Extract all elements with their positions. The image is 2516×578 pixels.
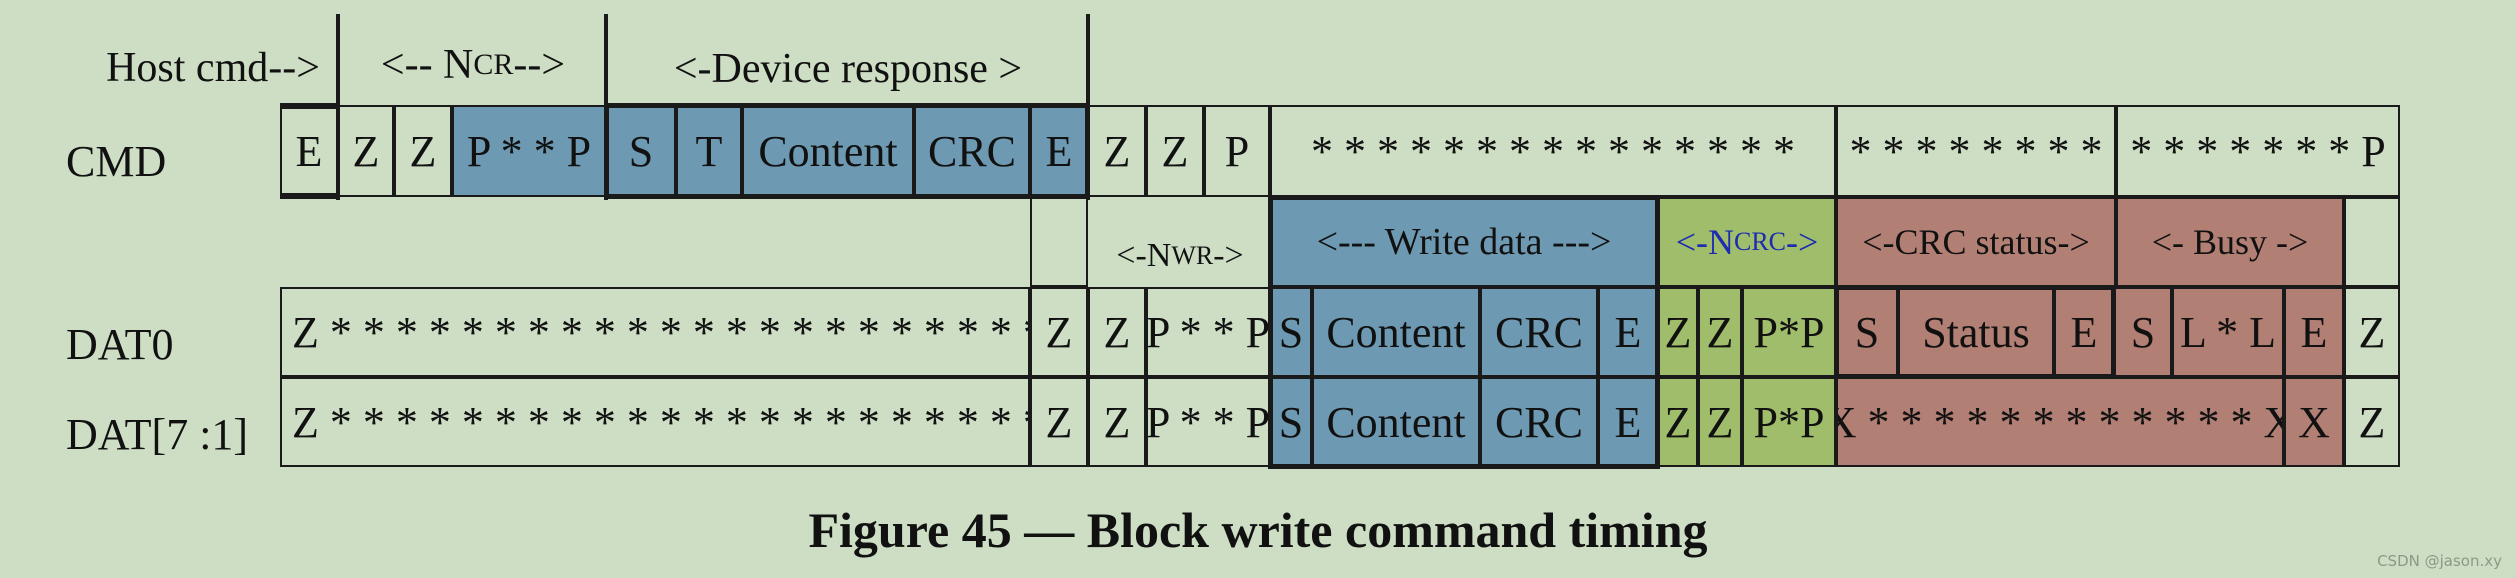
crc-status-header: <-CRC status->: [1836, 197, 2116, 287]
ncrc-header-tail: ->: [1786, 222, 1819, 262]
dat71-cell: Z: [1658, 377, 1698, 467]
cmd-cell: * * * * * * * P: [2116, 105, 2400, 197]
watermark: CSDN @jason.xy: [2377, 552, 2502, 570]
figure-caption: Figure 45 — Block write command timing: [808, 502, 1708, 558]
dat0-cell: Z: [1030, 287, 1088, 377]
cmd-cell: T: [676, 105, 742, 197]
ncr-label-sub: CR: [473, 48, 514, 81]
dat71-cell: E: [1598, 377, 1658, 467]
dat0-cell: CRC: [1480, 287, 1598, 377]
row-label-cmd: CMD: [66, 136, 167, 186]
dat0-cell: P * * P: [1146, 287, 1270, 377]
cmd-cell: E: [1030, 105, 1088, 197]
cmd-cell: P * * P: [452, 105, 606, 197]
dat0-cell: E: [2054, 287, 2114, 377]
dat0-cell: Z: [2344, 287, 2400, 377]
cmd-cell: Content: [742, 105, 914, 197]
dat0-cell: Status: [1898, 287, 2054, 377]
dat0-cell: L * L: [2172, 287, 2284, 377]
dat0-cell: P*P: [1742, 287, 1836, 377]
host-cmd-label: Host cmd-->: [106, 45, 320, 91]
dat0-cell: Z: [1658, 287, 1698, 377]
header-cell: [1030, 197, 1088, 287]
nwr-label-sub: WR: [1171, 241, 1214, 270]
dat71-cell: S: [1270, 377, 1312, 467]
cmd-cell: CRC: [914, 105, 1030, 197]
dat0-cell: E: [1598, 287, 1658, 377]
cmd-cell: Z: [1146, 105, 1204, 197]
dat71-cell: Z: [1030, 377, 1088, 467]
device-response-label: <-Device response >: [673, 46, 1023, 92]
cmd-cell: * * * * * * * * * * * * * * *: [1270, 105, 1836, 197]
dat0-cell: Z: [1088, 287, 1146, 377]
dat71-cell: Z: [1088, 377, 1146, 467]
dat0-cell: Z * * * * * * * * * * * * * * * * * * * …: [280, 287, 1030, 377]
ncrc-header-sub: CRC: [1733, 227, 1787, 256]
ncr-label-text: <-- N: [380, 42, 474, 88]
dat71-cell: CRC: [1480, 377, 1598, 467]
cmd-cell: P: [1204, 105, 1270, 197]
cmd-cell: Z: [394, 105, 452, 197]
dat0-cell: S: [2114, 287, 2172, 377]
dat71-cell: P * * P: [1146, 377, 1270, 467]
cmd-cell: * * * * * * * *: [1836, 105, 2116, 197]
row-label-dat0: DAT0: [66, 319, 174, 369]
busy-header: <- Busy ->: [2116, 197, 2344, 287]
dat0-cell: Z: [1698, 287, 1742, 377]
header-cell: [2344, 197, 2400, 287]
cmd-cell: S: [606, 105, 676, 197]
cmd-start-bar: [280, 103, 336, 109]
dat0-cell: Content: [1312, 287, 1480, 377]
cmd-start-bar: [280, 193, 336, 199]
write-data-header: <--- Write data --->: [1270, 197, 1658, 287]
nwr-label-text: <-N: [1116, 237, 1172, 274]
cmd-cell: Z: [1088, 105, 1146, 197]
dat71-cell: X: [2284, 377, 2344, 467]
dat71-cell: Z: [2344, 377, 2400, 467]
dat71-cell: X * * * * * * * * * * * * X: [1836, 377, 2284, 467]
ncr-label-tail: -->: [513, 42, 566, 88]
nwr-label-tail: ->: [1213, 237, 1244, 274]
ncrc-header-text: <-N: [1675, 222, 1734, 262]
dat71-cell: Z: [1698, 377, 1742, 467]
dat0-cell: S: [1270, 287, 1312, 377]
dat0-cell: S: [1836, 287, 1898, 377]
row-label-dat71: DAT[7 :1]: [66, 409, 249, 459]
dat71-cell: Content: [1312, 377, 1480, 467]
dat71-cell: Z * * * * * * * * * * * * * * * * * * * …: [280, 377, 1030, 467]
dat0-cell: E: [2284, 287, 2344, 377]
cmd-cell: Z: [338, 105, 394, 197]
cmd-cell: E: [280, 105, 338, 197]
dat71-cell: P*P: [1742, 377, 1836, 467]
